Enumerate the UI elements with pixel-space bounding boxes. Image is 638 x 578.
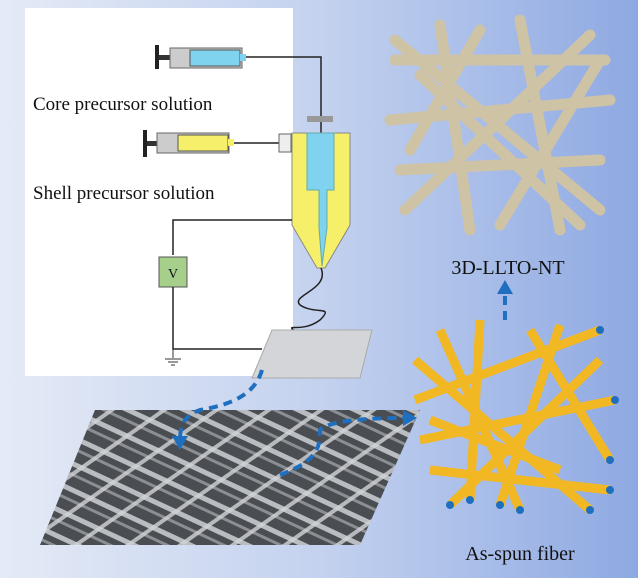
arrow-head-down (172, 436, 188, 450)
collector-plate (251, 329, 373, 379)
as-spun-fiber-image (412, 319, 616, 514)
schematic-panel (25, 8, 293, 376)
llto-nanotube-network-image (384, 14, 616, 236)
arrow-head-up (497, 280, 513, 294)
spinneret-icon (289, 116, 351, 366)
sem-fiber-mat-image (40, 410, 420, 545)
fiber-label: As-spun fiber (465, 543, 575, 565)
core-label: Core precursor solution (33, 94, 213, 115)
shell-syringe-icon (143, 130, 292, 157)
voltage-label: V (168, 267, 178, 282)
core-syringe-icon (155, 45, 322, 145)
product-label: 3D-LLTO-NT (451, 257, 564, 279)
ground-icon (165, 349, 181, 366)
shell-label: Shell precursor solution (33, 183, 215, 204)
arrow-head-right (403, 410, 417, 426)
arrow-icon (178, 292, 507, 477)
fiber-core-ends (446, 326, 619, 514)
